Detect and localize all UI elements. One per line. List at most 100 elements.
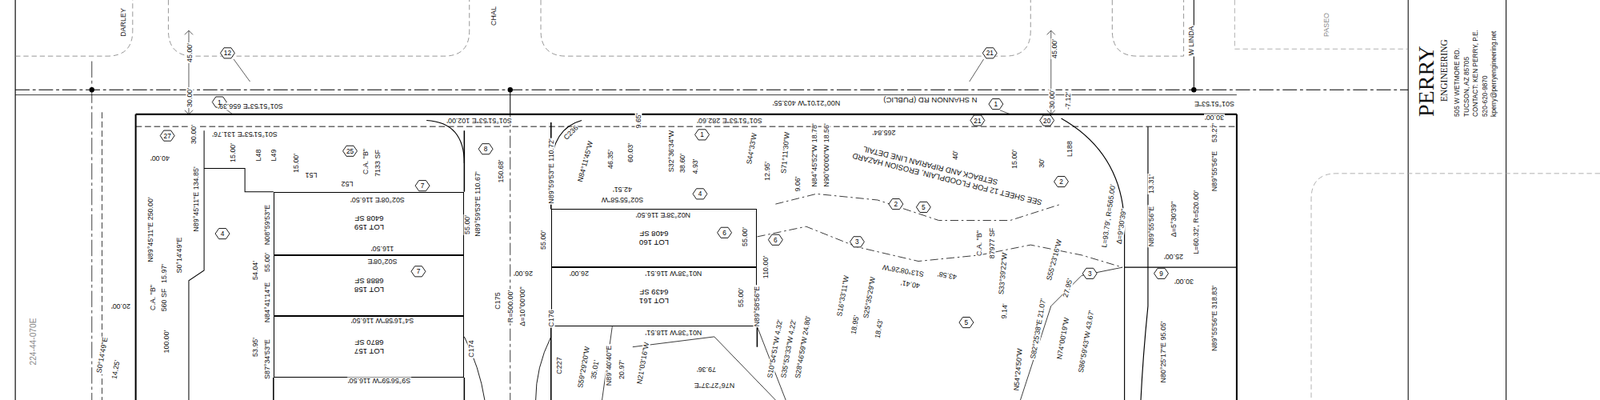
dimension-label: S01°51'53"E 282.60'	[696, 116, 763, 124]
dimension-label: S0°14'49"E	[176, 236, 184, 274]
dimension-label: 30.00'	[1048, 88, 1056, 110]
dimension-label: 55.00'	[264, 252, 272, 273]
dimension-label: L=60.32', R=520.00'	[1192, 189, 1200, 256]
lot-number: LOT 160	[639, 238, 669, 248]
dimension-label: 53.27'	[1210, 122, 1218, 144]
callout-hexagon	[970, 115, 985, 126]
dimension-label: 110.00'	[761, 255, 769, 280]
dimension-label: S0°14'49"E	[95, 336, 109, 375]
title-block-text: 505 W WETMORE RD.	[1453, 47, 1460, 118]
dimension-label: S02°55'58"W	[600, 196, 645, 204]
dimension-label: N00°21'01"W 403.55'	[771, 99, 840, 107]
dimension-label: S01°51'53"E 131.76'	[211, 131, 278, 139]
callout-number: 7	[420, 182, 426, 189]
dimension-label: C.A. "B"	[149, 284, 157, 312]
dimension-label: 9.14'	[1000, 302, 1010, 320]
dimension-label: 14.25'	[111, 358, 122, 380]
dimension-label: 4.93'	[691, 157, 699, 175]
dimension-label: S44°33'W	[745, 132, 759, 166]
dimension-label: C227	[556, 356, 564, 375]
dimension-label: S25°35'29"W	[862, 276, 877, 320]
callout-hexagon	[1040, 115, 1055, 126]
lot-number: LOT 158	[354, 285, 384, 295]
dimension-label: N01°38'W 116.51'	[644, 269, 703, 277]
dimension-label: 43.58'	[936, 270, 958, 281]
property-boundary	[136, 114, 1237, 400]
dimension-label: L48	[254, 148, 262, 162]
parcel-line	[602, 267, 1124, 400]
dimension-label: S4°16'58"W 116.50'	[350, 316, 415, 324]
callout-hexagon	[768, 234, 783, 245]
adjacent-block-outline	[1234, 0, 1600, 400]
title-block-border	[1408, 0, 1506, 400]
monument	[89, 88, 94, 92]
dimension-label: N84°11'45"W	[576, 139, 596, 184]
dimension-label: N08°59'53"E	[264, 203, 272, 246]
callout-hexagon	[220, 48, 236, 59]
lot-area: 6870 SF	[354, 338, 384, 348]
road-centerline	[15, 89, 1408, 91]
dimension-label: C175	[494, 292, 502, 311]
dimension-label: N SHANNON RD (PUBLIC)	[883, 96, 979, 104]
callout-hexagon	[1054, 176, 1069, 187]
lot-number: LOT 161	[639, 296, 669, 306]
title-block-text: 520-620-9870	[1481, 74, 1488, 118]
lot-text: LOT 1606408 SF	[639, 229, 669, 248]
callout-number: 1	[993, 100, 1000, 108]
dimension-label: N89°59'53"E 110.72'	[547, 138, 555, 205]
dimension-label: 87977 SF	[988, 226, 996, 260]
dimension-label: 53.95'	[251, 336, 259, 358]
dimension-label: DARLEY	[120, 7, 128, 38]
dimension-label: C.A. "B"	[976, 229, 984, 257]
callout-number: 9	[1158, 270, 1164, 277]
dimension-label: 116.50'	[370, 245, 395, 253]
callout-hexagon	[215, 228, 230, 240]
dimension-line	[188, 30, 1052, 115]
dimension-label: 55.00'	[741, 226, 749, 248]
dimension-label: 40.00'	[149, 154, 171, 162]
callout-number: 3	[1087, 270, 1093, 277]
dimension-label: 35.01'	[589, 358, 600, 380]
dimension-label: L52	[340, 180, 354, 188]
dimension-label: N89°55'56"E	[1147, 205, 1155, 248]
dimension-label: S02°08'E	[367, 257, 399, 265]
callout-hexagon	[415, 180, 430, 192]
dimension-label: S01°51'53"E 656.39'	[216, 102, 284, 110]
callout-number: 2	[1058, 178, 1064, 185]
curve-line	[464, 336, 551, 400]
dimension-label: L51	[304, 172, 319, 180]
lot-text: LOT 1616439 SF	[639, 288, 669, 306]
dimension-label: 30.00'	[190, 124, 198, 145]
dimension-label: Δ=5°30'39"	[1169, 200, 1177, 238]
callout-hexagon	[988, 99, 1004, 110]
callout-number: 5	[920, 204, 927, 211]
dimension-label: 27.95'	[1062, 276, 1075, 299]
dimension-label: 30'	[1038, 157, 1046, 169]
callout-number: 3	[854, 238, 860, 245]
dimension-label: N89°59'53"E 110.67'	[473, 170, 481, 237]
dimension-label: 20.00'	[110, 302, 132, 310]
callout-hexagon	[695, 129, 710, 140]
dimension-label: S32°36'34"W	[668, 129, 676, 174]
callout-number: 4	[220, 230, 226, 237]
callout-number: 21	[972, 116, 982, 124]
callout-number: 4	[697, 190, 704, 197]
lot-line	[273, 130, 465, 400]
callout-hexagon	[692, 188, 708, 200]
callout-number: 7	[416, 268, 422, 275]
lot-area: 6439 SF	[639, 288, 669, 297]
dimension-label: 42.51'	[612, 186, 633, 194]
dimension-label: S87°34'53"E	[264, 338, 272, 380]
dimension-label: S01°51'53"E	[1193, 100, 1236, 108]
dimension-label: N54°24'50"W	[1012, 347, 1024, 392]
sheet-border	[15, 0, 16, 400]
dimension-label: 150.68'	[497, 159, 505, 184]
callout-number: 2	[893, 200, 900, 208]
dimension-label: 18.43'	[874, 317, 885, 340]
callout-number: 6	[721, 229, 728, 236]
dimension-label: 100.00'	[162, 329, 170, 355]
dimension-label: N89°40'40"E	[605, 344, 613, 387]
dimension-label: 55.00'	[737, 287, 745, 308]
dimension-arrow	[184, 30, 1056, 115]
